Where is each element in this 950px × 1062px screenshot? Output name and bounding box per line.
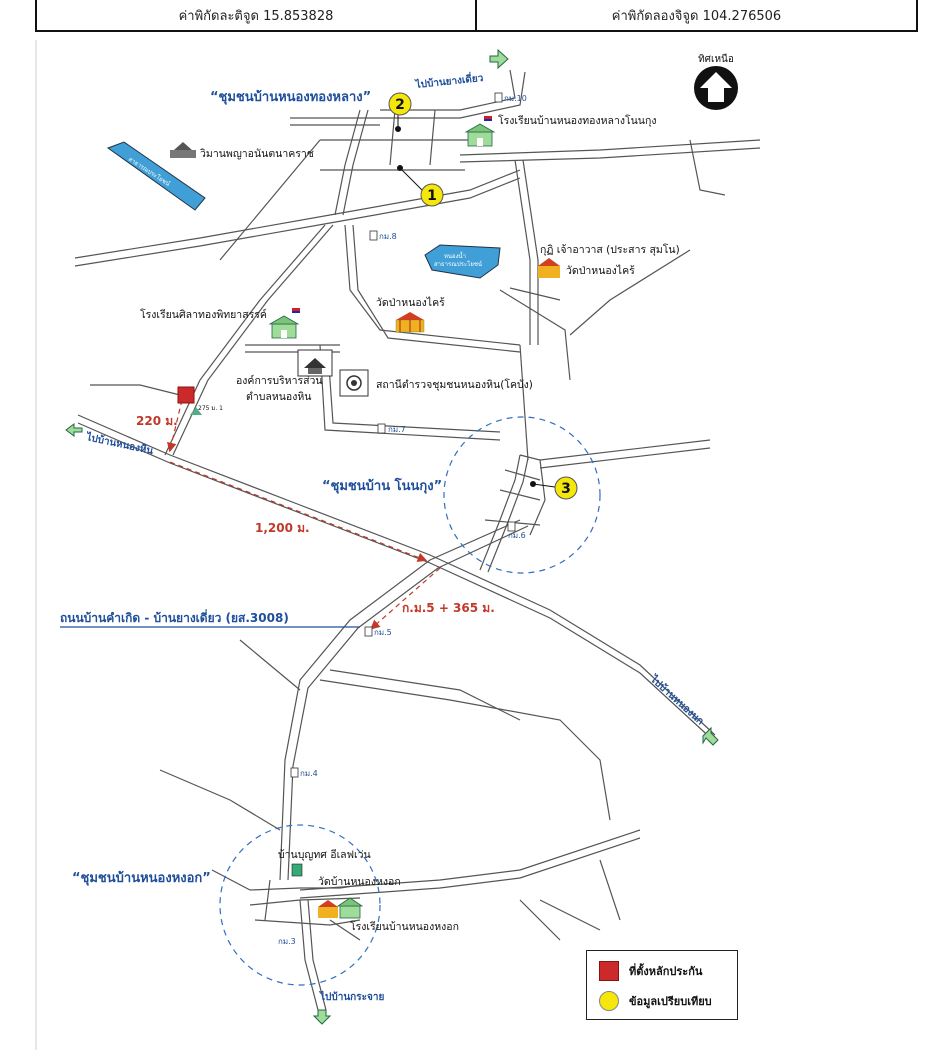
nong-hong-ok-circle	[219, 824, 381, 986]
legend-marker-label: ที่ตั้งหลักประกัน	[629, 965, 703, 978]
km-8-label: กม.8	[379, 232, 397, 241]
label-school-nong-thong-lang: โรงเรียนบ้านหนองทองหลางโนนกุง	[498, 114, 656, 127]
legend-compare-swatch	[599, 991, 619, 1011]
non-kung-circle	[443, 416, 601, 574]
km-3-label: กม.3	[278, 937, 296, 946]
distance-lines	[167, 399, 441, 630]
svg-text:3: 3	[561, 481, 571, 497]
direction-kra-chai: ไปบ้านกระจาย	[319, 990, 384, 1003]
km-post-icons	[290, 92, 516, 778]
label-police: สถานีตำรวจชุมชนหนองหิน(โคบัง)	[376, 378, 533, 391]
km-7-label: กม.7	[388, 425, 406, 434]
pond-label-1: หนองน้ำ	[444, 250, 466, 260]
north-label: ทิศเหนือ	[698, 53, 734, 65]
legend-marker-row: ที่ตั้งหลักประกัน	[599, 961, 702, 981]
road-network	[74, 69, 761, 1011]
store-icon	[291, 863, 303, 877]
school-icon	[336, 897, 364, 919]
svg-text:2: 2	[395, 97, 405, 113]
latitude-cell: ค่าพิกัดละติจูด 15.853828	[35, 0, 475, 32]
label-wat-nong-hong-ok: วัดบ้านหนองหงอก	[318, 876, 401, 888]
community-nong-hong-ok: “ชุมชนบ้านหนองหงอก”	[72, 870, 211, 886]
longitude-label: ค่าพิกัดลองจิจูด 104.276506	[611, 8, 782, 24]
collateral-marker	[177, 386, 195, 404]
label-school-sila: โรงเรียนศิลาทองพิทยาสรรค์	[140, 308, 267, 321]
road-name-label: ถนนบ้านคำเกิด - บ้านยางเดี่ยว (ยส.3008)	[60, 609, 289, 625]
distance-1200: 1,200 ม.	[255, 521, 310, 535]
school-icon	[268, 315, 300, 339]
map-legend: ที่ตั้งหลักประกัน ข้อมูลเปรียบเทียบ	[586, 950, 738, 1020]
km-4-label: กม.4	[300, 769, 318, 778]
km-6-label: กม.6	[508, 531, 526, 540]
direction-arrows	[65, 48, 719, 1025]
label-school-nong-hong-ok: โรงเรียนบ้านหนองหงอก	[350, 920, 459, 933]
legend-compare-label: ข้อมูลเปรียบเทียบ	[629, 995, 712, 1008]
label-sao: องค์การบริหารส่วน	[236, 374, 323, 387]
direction-nong-hin: ไปบ้านหนองหิน	[84, 430, 154, 457]
label-wat-pa-nong-khrai: วัดป่าหนองไคร้	[376, 296, 445, 309]
school-icon	[464, 123, 496, 147]
distance-km-offset: ก.ม.5 + 365 ม.	[402, 601, 495, 615]
direction-nong-ok: ไปบ้านหนองนก	[647, 672, 707, 727]
latitude-label: ค่าพิกัดละติจูด 15.853828	[178, 8, 334, 24]
km-5-label: กม.5	[374, 628, 392, 637]
comparison-point-3: 3	[554, 476, 578, 500]
pond-north	[424, 244, 501, 279]
longitude-cell: ค่าพิกัดลองจิจูด 104.276506	[475, 0, 918, 32]
community-circles	[219, 416, 601, 986]
distance-220: 220 ม.	[136, 414, 178, 428]
flag-icon	[292, 116, 492, 313]
temple-icon	[395, 312, 425, 333]
palace-icon	[170, 142, 196, 158]
label-wat-right: วัดป่าหนองไคร้	[566, 264, 635, 277]
km-10-label: กม.10	[504, 94, 527, 103]
legend-marker-swatch	[599, 961, 619, 981]
label-marker-275: 275 ม. 1	[198, 405, 223, 412]
label-kuti: กุฏิ เจ้าอาวาส (ประสาร สุมโน)	[540, 243, 680, 256]
comparison-point-1: 1	[420, 183, 444, 207]
hill-icon	[190, 407, 202, 415]
police-icon	[339, 369, 369, 397]
community-nong-thong-lang: “ชุมชนบ้านหนองทองหลาง”	[210, 89, 371, 105]
community-non-kung: “ชุมชนบ้าน โนนกุง”	[322, 477, 442, 494]
svg-text:1: 1	[427, 188, 437, 204]
pond-label-2: สาธารณประโยชน์	[434, 260, 482, 268]
direction-yang-diao: ไปบ้านยางเดี่ยว	[414, 70, 484, 91]
legend-compare-row: ข้อมูลเปรียบเทียบ	[599, 991, 712, 1011]
north-arrow-icon	[694, 66, 738, 110]
comparison-point-2: 2	[388, 92, 412, 116]
temple-icon	[538, 258, 560, 278]
reservoir-west	[106, 141, 206, 211]
government-office-icon	[297, 349, 333, 377]
label-wiman: วิมานพญาอนันตนาคราช	[200, 148, 314, 160]
label-seven-eleven: บ้านบุญทศ อีเลฟเว่น	[278, 848, 371, 861]
label-sao-2: ตำบลหนองหิน	[246, 391, 311, 403]
temple-icon	[318, 900, 338, 918]
